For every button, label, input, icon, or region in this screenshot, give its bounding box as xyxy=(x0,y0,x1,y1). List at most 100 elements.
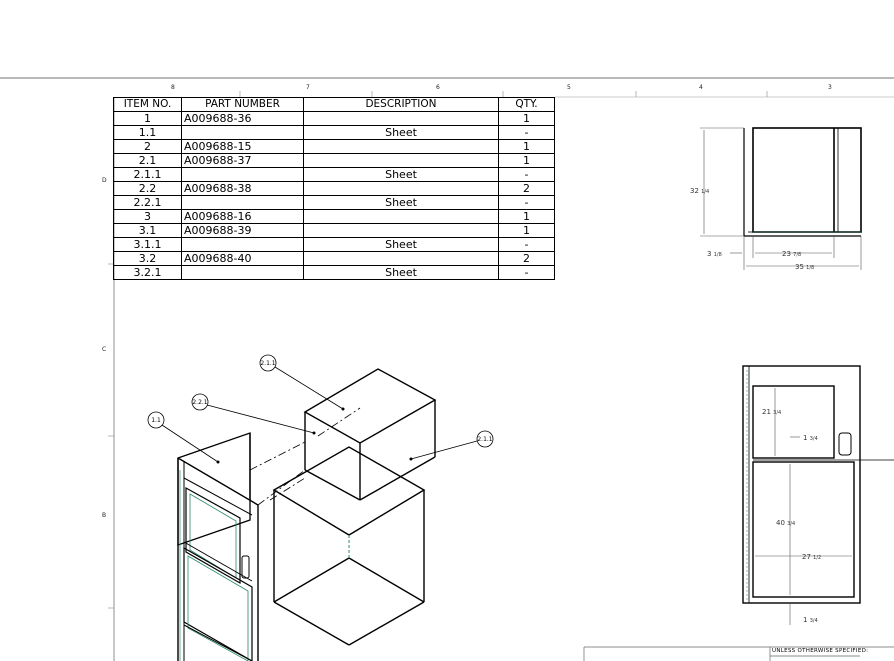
table-row: 3.1.1 Sheet- xyxy=(113,237,555,252)
bom-part: A009688-38 xyxy=(181,181,304,196)
balloon-2-2-1: 2.2.1 xyxy=(191,393,316,435)
bom-desc xyxy=(303,251,499,266)
title-block-notes: UNLESS OTHERWISE SPECIFIED: xyxy=(772,648,869,654)
bom-item: 1 xyxy=(113,111,182,126)
bom-qty: - xyxy=(498,167,555,182)
bom-header-description: DESCRIPTION xyxy=(303,97,499,112)
bom-item: 3.1.1 xyxy=(113,237,182,252)
bom-desc xyxy=(303,139,499,154)
bom-desc: Sheet xyxy=(303,237,499,252)
bom-qty: 1 xyxy=(498,209,555,224)
bom-qty: - xyxy=(498,265,555,280)
bom-desc xyxy=(303,181,499,196)
zone-label-left: C xyxy=(102,346,107,353)
top-view xyxy=(700,127,862,270)
bom-header-row: ITEM NO. PART NUMBER DESCRIPTION QTY. xyxy=(113,97,555,112)
bom-part: A009688-40 xyxy=(181,251,304,266)
bom-part: A009688-39 xyxy=(181,223,304,238)
bom-part xyxy=(181,265,304,280)
bom-desc: Sheet xyxy=(303,167,499,182)
table-row: 2.2.1 Sheet- xyxy=(113,195,555,210)
bom-item: 2 xyxy=(113,139,182,154)
top-view-dimension-labels: 32 1/4 3 1/8 23 7/8 35 1/8 xyxy=(690,187,814,271)
bom-qty: 1 xyxy=(498,223,555,238)
zone-label-top: 4 xyxy=(699,84,703,91)
bom-item: 3.2 xyxy=(113,251,182,266)
bom-part xyxy=(181,125,304,140)
zone-label-top: 6 xyxy=(436,84,440,91)
bom-desc xyxy=(303,209,499,224)
dim-inner: 23 7/8 xyxy=(782,250,801,258)
explode-lines xyxy=(249,407,361,506)
zone-label-top: 7 xyxy=(306,84,310,91)
bom-desc xyxy=(303,153,499,168)
bom-desc xyxy=(303,111,499,126)
bom-part: A009688-37 xyxy=(181,153,304,168)
lower-box xyxy=(272,446,426,646)
zone-label-top: 3 xyxy=(828,84,832,91)
zone-label-left: D xyxy=(102,177,107,184)
bom-desc: Sheet xyxy=(303,195,499,210)
svg-text:2.2.1: 2.2.1 xyxy=(192,399,207,406)
bom-qty: 1 xyxy=(498,153,555,168)
bom-desc: Sheet xyxy=(303,265,499,280)
bom-item: 3.1 xyxy=(113,223,182,238)
bom-part xyxy=(181,167,304,182)
front-view-dimension-labels: 21 3/4 1 3/4 40 3/4 27 1/2 1 3/4 xyxy=(762,408,821,624)
bom-item: 3.2.1 xyxy=(113,265,182,280)
zone-ticks xyxy=(108,91,768,609)
bom-qty: - xyxy=(498,237,555,252)
upper-box xyxy=(303,368,437,501)
dim-bottom: 1 3/4 xyxy=(803,616,818,624)
bom-qty: - xyxy=(498,195,555,210)
bom-part: A009688-15 xyxy=(181,139,304,154)
bom-header-qty: QTY. xyxy=(498,97,555,112)
bom-item: 2.1.1 xyxy=(113,167,182,182)
dim-height: 32 1/4 xyxy=(690,187,709,195)
svg-text:2.1.1: 2.1.1 xyxy=(260,360,275,367)
dim-lower: 40 3/4 xyxy=(776,519,795,527)
bom-qty: - xyxy=(498,125,555,140)
balloon-2-1-1-right: 2.1.1 xyxy=(409,430,494,461)
dim-overall: 35 1/8 xyxy=(795,263,814,271)
balloons: 1.1 2.2.1 2.1.1 2.1.1 xyxy=(147,354,494,464)
zone-label-top: 8 xyxy=(171,84,175,91)
bom-item: 2.2.1 xyxy=(113,195,182,210)
bom-qty: 1 xyxy=(498,111,555,126)
svg-text:2.1.1: 2.1.1 xyxy=(477,436,492,443)
balloon-1-1: 1.1 xyxy=(147,411,220,464)
dim-left: 3 1/8 xyxy=(707,250,722,258)
dim-width: 27 1/2 xyxy=(802,553,821,561)
bom-part: A009688-16 xyxy=(181,209,304,224)
bom-part: A009688-36 xyxy=(181,111,304,126)
table-row: 2.1.1 Sheet- xyxy=(113,167,555,182)
svg-text:1.1: 1.1 xyxy=(151,417,161,424)
bom-desc xyxy=(303,223,499,238)
table-row: 3.2.1 Sheet- xyxy=(113,265,555,280)
zone-label-left: B xyxy=(102,512,107,519)
bom-header-item-no: ITEM NO. xyxy=(113,97,182,112)
front-view xyxy=(742,365,894,625)
bom-part xyxy=(181,237,304,252)
dim-gap: 1 3/4 xyxy=(803,434,818,442)
bom-item: 2.2 xyxy=(113,181,182,196)
isometric-assembly xyxy=(177,368,437,661)
side-panel xyxy=(177,432,259,661)
bom-qty: 2 xyxy=(498,181,555,196)
zone-label-top: 5 xyxy=(567,84,571,91)
bom-item: 2.1 xyxy=(113,153,182,168)
dim-upper: 21 3/4 xyxy=(762,408,781,416)
balloon-2-1-1-top: 2.1.1 xyxy=(259,354,345,411)
title-block xyxy=(583,646,894,661)
bom-qty: 2 xyxy=(498,251,555,266)
bom-qty: 1 xyxy=(498,139,555,154)
